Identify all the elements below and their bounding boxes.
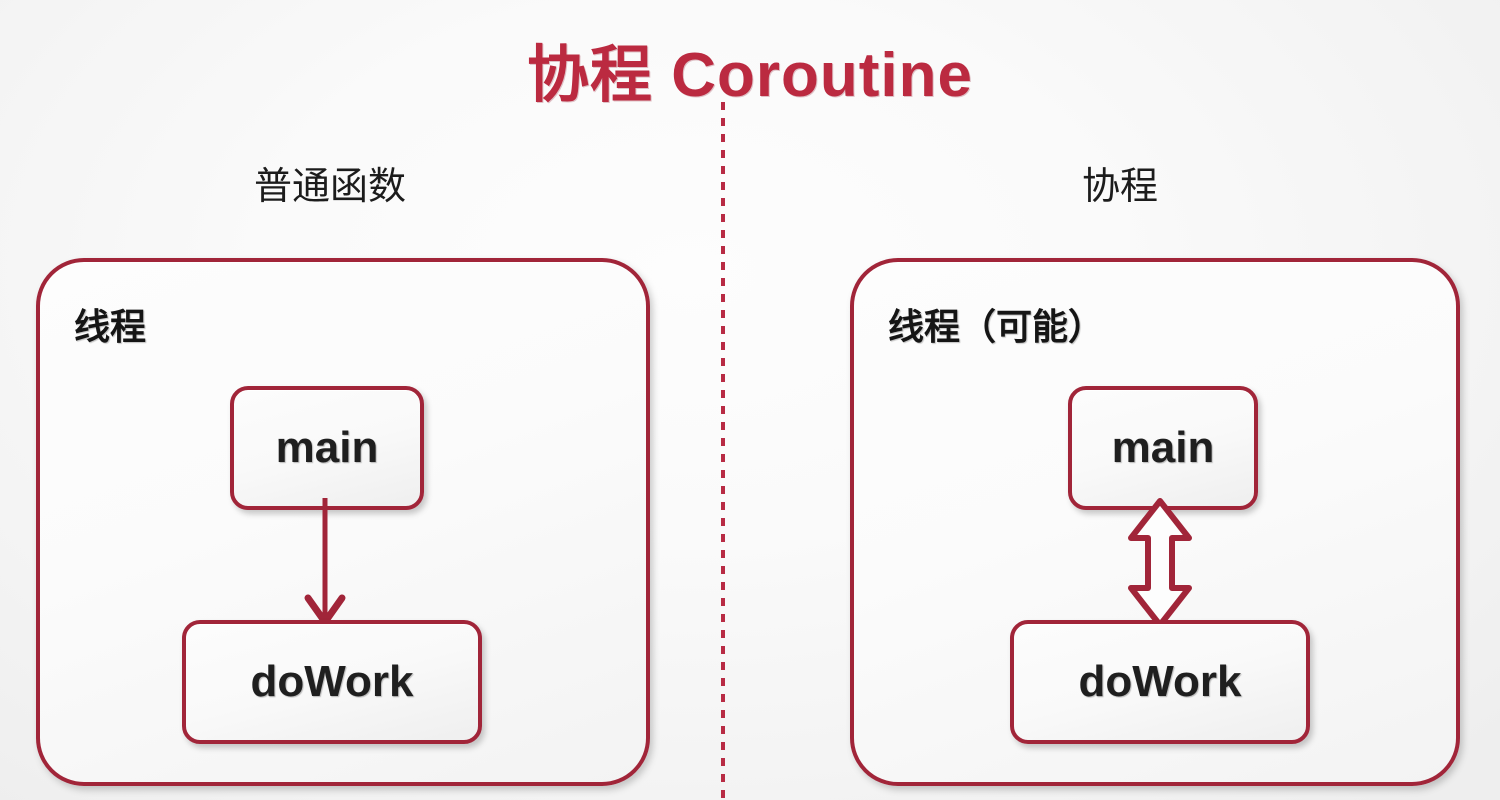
function-box-dowork-left-label: doWork xyxy=(250,657,414,706)
double-headed-arrow-icon xyxy=(1128,498,1192,628)
column-heading-ordinary-function: 普通函数 xyxy=(253,166,406,208)
function-box-dowork-right[interactable]: doWork xyxy=(1010,620,1310,744)
column-heading-coroutine: 协程 xyxy=(1081,166,1158,208)
function-box-dowork-left[interactable]: doWork xyxy=(182,620,482,744)
page-title: 协程 Coroutine xyxy=(527,41,973,110)
function-box-dowork-right-label: doWork xyxy=(1078,657,1242,706)
vertical-dashed-divider xyxy=(721,102,725,800)
thread-label-right: 线程（可能） xyxy=(888,306,1105,347)
thread-label-left: 线程 xyxy=(74,306,147,347)
function-box-main-left-label: main xyxy=(275,423,379,472)
function-box-main-left[interactable]: main xyxy=(230,386,424,510)
single-down-arrow-icon xyxy=(304,498,346,626)
function-box-main-right-label: main xyxy=(1111,423,1215,472)
function-box-main-right[interactable]: main xyxy=(1068,386,1258,510)
